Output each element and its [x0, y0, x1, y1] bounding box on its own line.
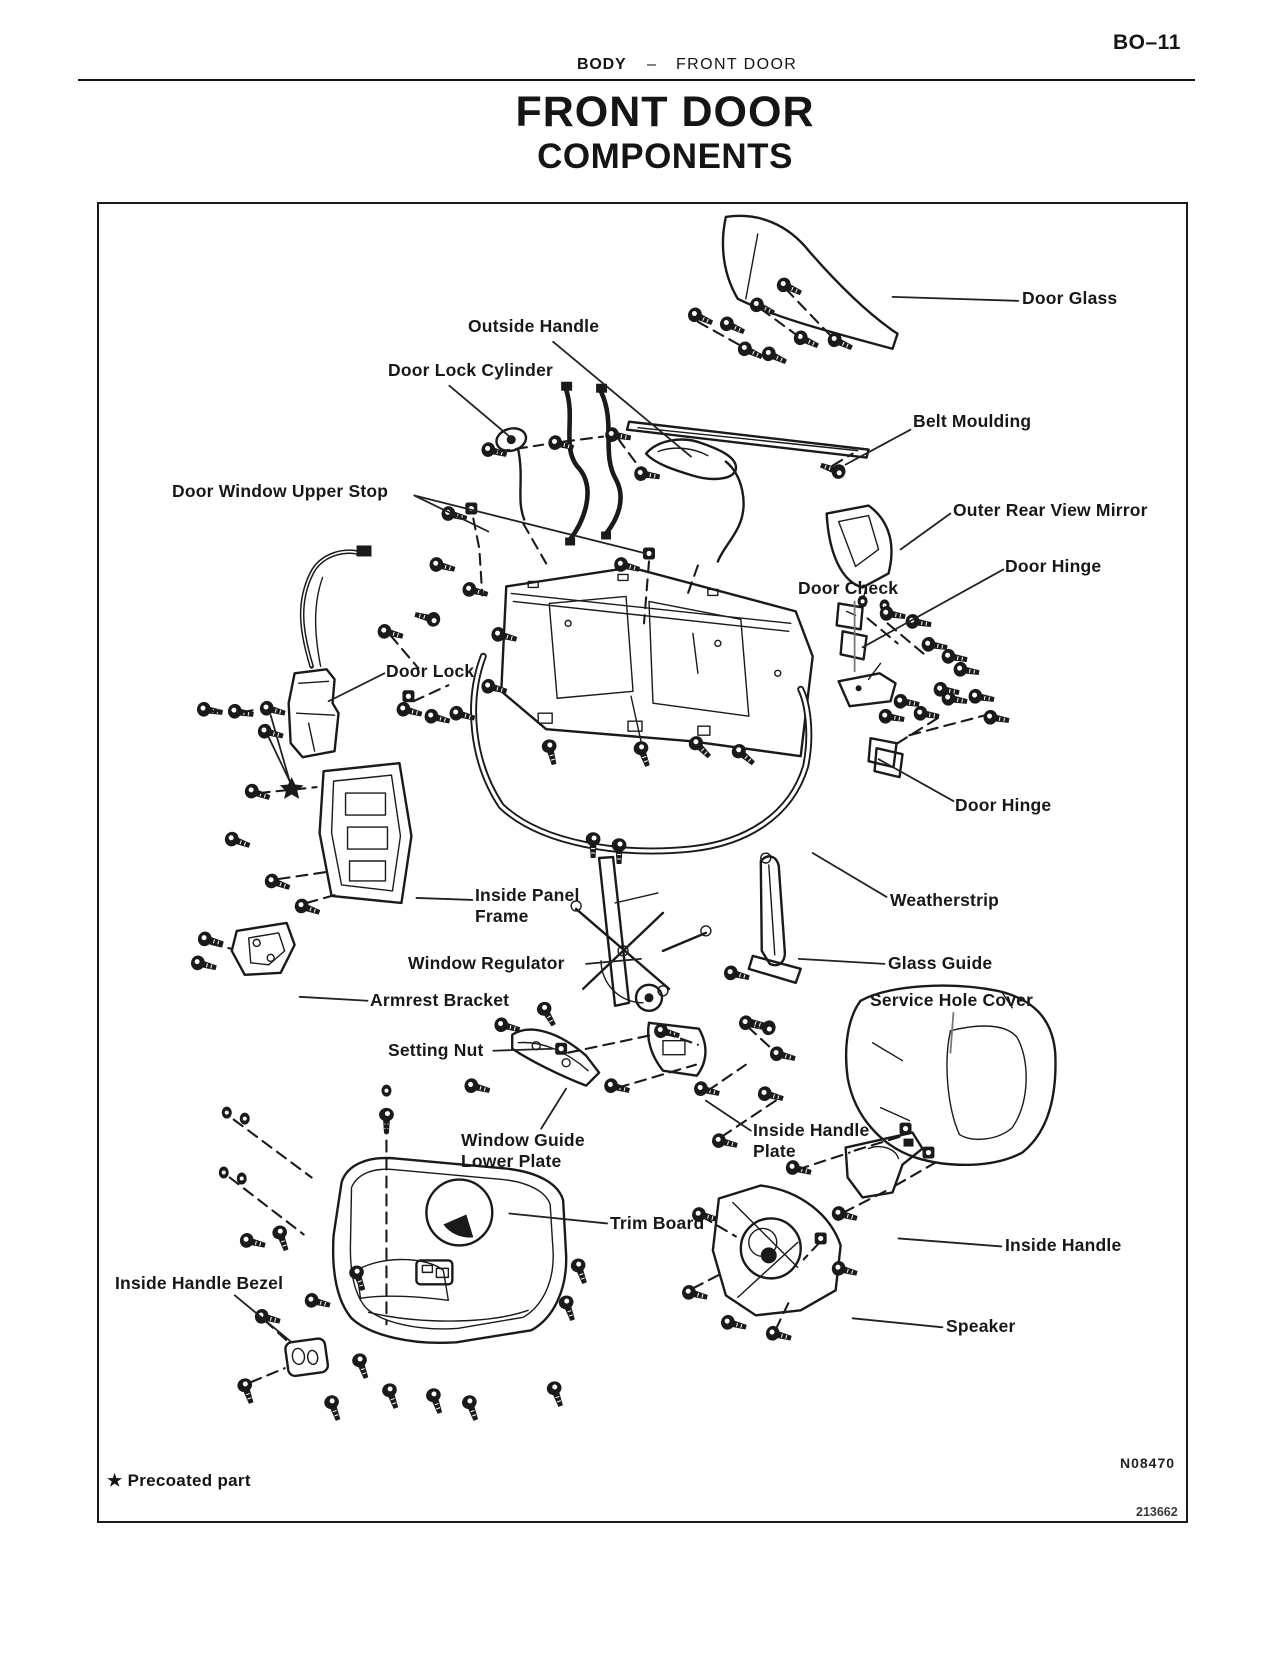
label-door-lock-cylinder: Door Lock Cylinder: [388, 360, 554, 380]
trim-board-drawing: [331, 1156, 568, 1344]
label-outer-rear-view-mirror: Outer Rear View Mirror: [953, 500, 1148, 520]
leader-lines: [233, 295, 1020, 1344]
label-glass-guide: Glass Guide: [888, 953, 993, 973]
page-number: BO–11: [1113, 31, 1181, 54]
header-section: BODY: [577, 56, 627, 73]
door-check-drawing: [837, 662, 897, 708]
door-inner-panel-drawing: [500, 566, 814, 758]
outer-rear-view-mirror-drawing: [825, 504, 893, 612]
page-title: FRONT DOOR: [515, 88, 815, 136]
label-door-glass: Door Glass: [1022, 288, 1118, 308]
inside-handle-plate-drawing: [647, 1021, 707, 1077]
glass-guide-drawing: [747, 852, 802, 985]
label-outside-handle: Outside Handle: [468, 316, 600, 336]
label-inside-handle-plate: Inside Handle Plate: [753, 1120, 870, 1162]
armrest-bracket-drawing: [230, 921, 296, 977]
label-window-regulator: Window Regulator: [408, 953, 565, 973]
label-speaker: Speaker: [946, 1316, 1016, 1336]
label-door-hinge-lower: Door Hinge: [955, 795, 1052, 815]
header-rule: [78, 79, 1195, 81]
door-glass-drawing: [721, 214, 899, 350]
label-inside-panel-frame: Inside Panel Frame: [475, 885, 580, 927]
label-inside-handle: Inside Handle: [1005, 1235, 1122, 1255]
outside-handle-drawing: [644, 438, 745, 563]
label-window-guide-lower-plate: Window Guide Lower Plate: [461, 1130, 585, 1172]
label-setting-nut: Setting Nut: [388, 1040, 484, 1060]
inside-panel-frame-drawing: [318, 761, 413, 905]
door-window-upper-stop-drawing: [465, 502, 655, 560]
print-code: 213662: [1136, 1505, 1178, 1519]
inside-handle-drawing: [844, 1122, 935, 1199]
label-door-hinge-upper: Door Hinge: [1005, 556, 1102, 576]
window-regulator-drawing: [570, 855, 712, 1012]
label-door-window-upper-stop: Door Window Upper Stop: [172, 481, 389, 501]
exploded-diagram: .oln{fill:none;stroke:#1a1a1a;stroke-wid…: [188, 214, 1057, 1424]
label-weatherstrip: Weatherstrip: [890, 890, 1000, 910]
label-belt-moulding: Belt Moulding: [913, 411, 1032, 431]
label-inside-handle-bezel: Inside Handle Bezel: [115, 1273, 284, 1293]
label-armrest-bracket: Armrest Bracket: [370, 990, 510, 1010]
door-lock-drawing: [287, 545, 372, 759]
speaker-drawing: [711, 1184, 842, 1317]
label-door-check: Door Check: [798, 578, 899, 598]
inside-handle-bezel-drawing: [284, 1337, 330, 1378]
precoated-part-footnote: ★ Precoated part: [107, 1471, 251, 1490]
dashed-guides: [209, 287, 987, 1384]
page-subtitle: COMPONENTS: [537, 137, 793, 176]
service-hole-cover-drawing: [844, 984, 1057, 1167]
door-hinge-upper-drawing: [835, 602, 868, 661]
label-door-lock: Door Lock: [386, 661, 475, 681]
label-trim-board: Trim Board: [610, 1213, 705, 1233]
door-lock-cylinder-drawing: [495, 427, 528, 521]
exploded-view-frame: .oln{fill:none;stroke:#1a1a1a;stroke-wid…: [97, 202, 1188, 1523]
header-separator: –: [647, 56, 656, 73]
figure-code: N08470: [1120, 1455, 1176, 1471]
belt-moulding-drawing: [625, 420, 870, 459]
header-topic: FRONT DOOR: [676, 56, 798, 73]
precoated-star-marker: [267, 714, 304, 799]
wiring-harness-drawing: [561, 381, 623, 546]
window-guide-lower-plate-drawing: [511, 1028, 601, 1087]
weatherstrip-drawing: [470, 652, 813, 855]
label-service-hole-cover: Service Hole Cover: [870, 990, 1034, 1010]
